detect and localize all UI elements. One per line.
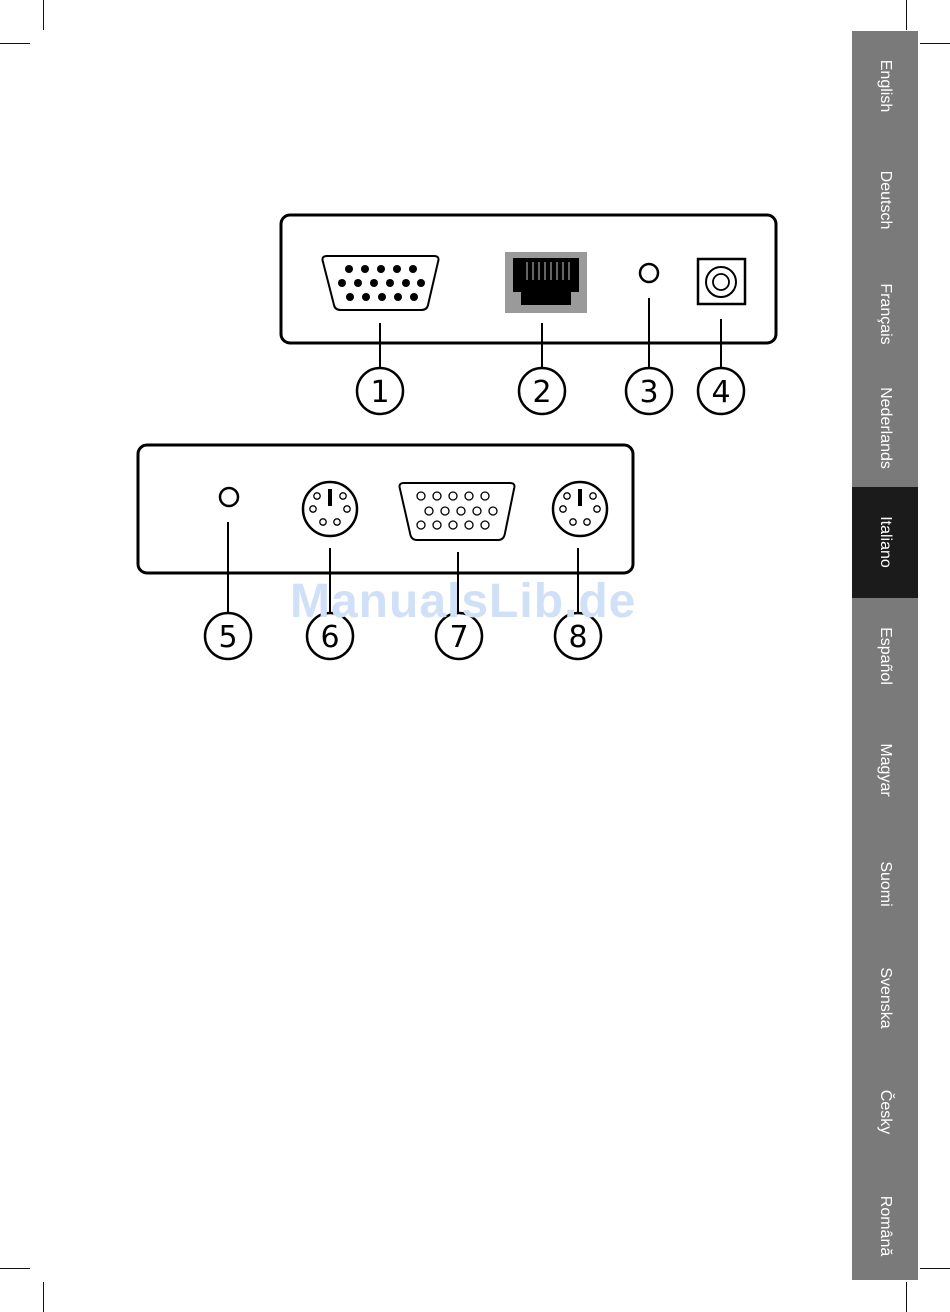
tab-suomi[interactable]: Suomi: [852, 829, 918, 940]
tab-label: Română: [876, 1196, 894, 1256]
ps2-port-icon: [303, 482, 357, 536]
tab-romana[interactable]: Română: [852, 1171, 918, 1282]
led-indicator-icon: [640, 264, 658, 282]
callout-number: 1: [370, 375, 389, 410]
callout-1: 1: [357, 368, 403, 414]
tab-label: Suomi: [876, 861, 894, 906]
power-jack-icon: [698, 259, 745, 304]
crop-mark: [920, 1268, 950, 1269]
callout-5: 5: [205, 613, 251, 659]
led-indicator-icon: [220, 488, 238, 506]
tab-label: Svenska: [876, 967, 894, 1028]
vga-port-icon: [323, 256, 439, 310]
callout-3: 3: [626, 368, 672, 414]
tab-svenska[interactable]: Svenska: [852, 943, 918, 1054]
callout-4: 4: [698, 368, 744, 414]
vga-port-icon: [400, 483, 515, 540]
crop-mark: [0, 1268, 30, 1269]
callout-number: 4: [711, 375, 730, 410]
callout-number: 3: [639, 375, 658, 410]
tab-label: Magyar: [876, 743, 894, 796]
tab-label: Česky: [876, 1090, 894, 1134]
callout-number: 2: [532, 375, 551, 410]
tab-cesky[interactable]: Česky: [852, 1057, 918, 1168]
callout-number: 5: [218, 620, 237, 655]
ps2-port-icon: [553, 482, 607, 536]
tab-magyar[interactable]: Magyar: [852, 715, 918, 826]
watermark: ManualsLib.de: [290, 574, 636, 629]
crop-mark: [906, 1282, 907, 1312]
callout-2: 2: [519, 368, 565, 414]
crop-mark: [43, 1282, 44, 1312]
ethernet-port-icon: [505, 252, 587, 313]
